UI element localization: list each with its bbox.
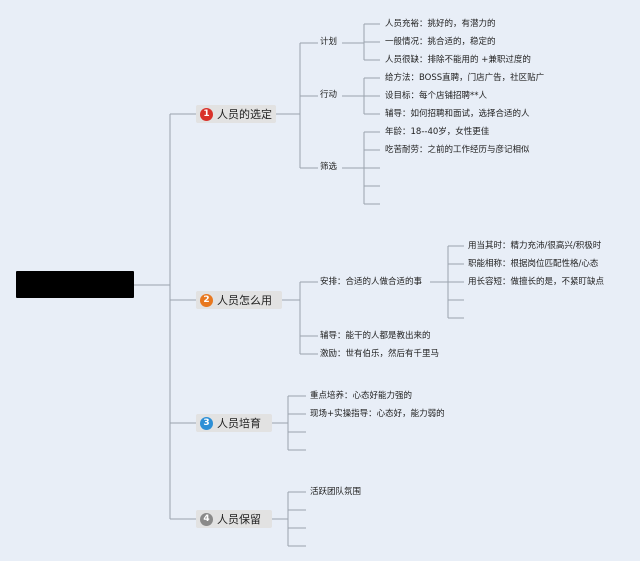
number-badge: 3 — [200, 416, 213, 430]
branch-node-retention[interactable]: 4 人员保留 — [196, 510, 272, 528]
leaf-node[interactable]: 人员充裕：挑好的，有潜力的 — [385, 19, 496, 29]
root-node[interactable] — [16, 271, 134, 298]
leaf-node[interactable]: 吃苦耐劳：之前的工作经历与彦记相似 — [385, 145, 530, 155]
number-badge: 4 — [200, 512, 213, 526]
leaf-node[interactable]: 活跃团队氛围 — [310, 487, 362, 497]
number-badge: 2 — [200, 293, 213, 307]
group-label-screening[interactable]: 筛选 — [320, 162, 338, 172]
branch-label: 人员培育 — [217, 417, 261, 430]
leaf-node[interactable]: 给方法：BOSS直聘，门店广告，社区贴广 — [385, 73, 545, 83]
leaf-node[interactable]: 一般情况：挑合适的，稳定的 — [385, 37, 496, 47]
leaf-node[interactable]: 安排：合适的人做合适的事 — [320, 277, 423, 287]
leaf-node[interactable]: 设目标：每个店铺招聘**人 — [385, 91, 488, 101]
leaf-node[interactable]: 辅导：能干的人都是教出来的 — [320, 331, 431, 341]
group-label-plan[interactable]: 计划 — [320, 37, 338, 47]
leaf-node[interactable]: 现场+实操指导：心态好，能力弱的 — [310, 409, 445, 419]
leaf-node[interactable]: 人员很缺：排除不能用的 +兼职过度的 — [385, 55, 531, 65]
leaf-node[interactable]: 激励：世有伯乐，然后有千里马 — [320, 349, 440, 359]
leaf-node[interactable]: 年龄：18--40岁，女性更佳 — [385, 127, 490, 137]
branch-label: 人员保留 — [217, 513, 261, 526]
leaf-node[interactable]: 职能相称：根据岗位匹配性格/心态 — [468, 259, 599, 269]
group-label-action[interactable]: 行动 — [320, 90, 338, 100]
leaf-node[interactable]: 用当其时：精力充沛/很高兴/积极时 — [468, 241, 602, 251]
branch-node-training[interactable]: 3 人员培育 — [196, 414, 272, 432]
branch-node-usage[interactable]: 2 人员怎么用 — [196, 291, 282, 309]
branch-label: 人员怎么用 — [217, 294, 272, 307]
leaf-node[interactable]: 用长容短：做擅长的是，不紧盯缺点 — [468, 277, 605, 287]
leaf-node[interactable]: 重点培养：心态好能力强的 — [310, 391, 413, 401]
branch-node-selection[interactable]: 1 人员的选定 — [196, 105, 276, 123]
leaf-node[interactable]: 辅导：如何招聘和面试，选择合适的人 — [385, 109, 530, 119]
number-badge: 1 — [200, 107, 213, 121]
branch-label: 人员的选定 — [217, 108, 272, 121]
